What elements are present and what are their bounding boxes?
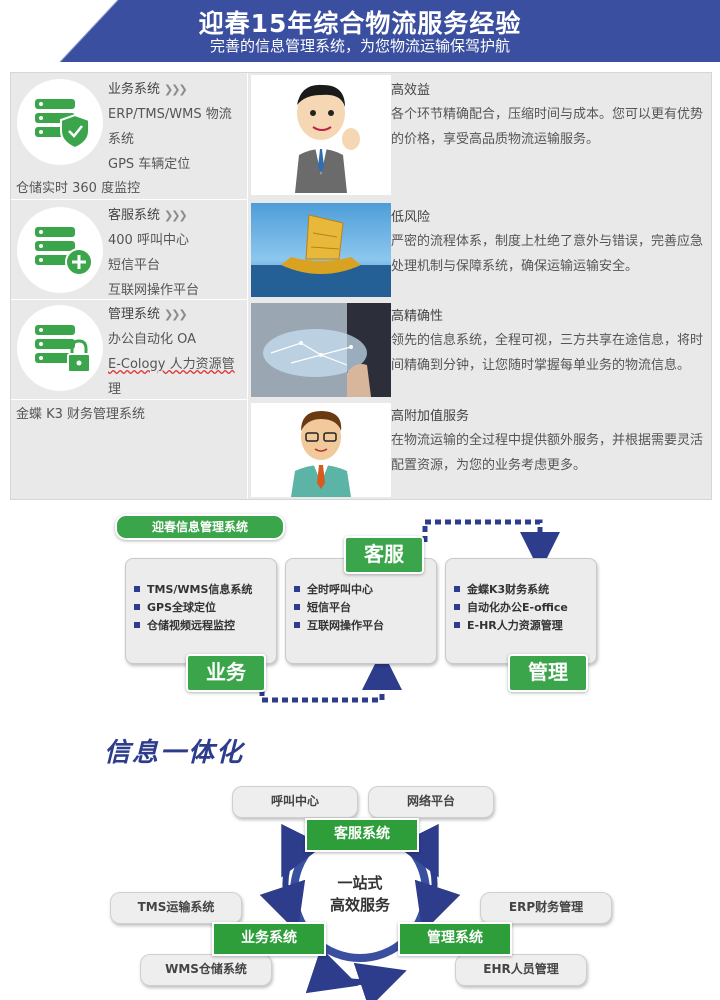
lock-server-icon: [17, 305, 103, 391]
grid-divider: [11, 299, 247, 300]
feature-title: 高附加值服务: [391, 409, 470, 424]
flow-box-business: TMS/WMS信息系统 GPS全球定位 仓储视频远程监控: [125, 558, 277, 664]
service-item: 办公自动化 OA: [108, 332, 197, 347]
flow-item: 互联网操作平台: [294, 617, 436, 635]
banner-shape: [0, 0, 720, 62]
grid-divider: [247, 73, 248, 499]
services-grid: 业务系统❯❯❯ ERP/TMS/WMS 物流 系统 GPS 车辆定位 仓储实时 …: [10, 72, 712, 500]
feature-title: 低风险: [391, 210, 431, 225]
feature-title: 高精确性: [391, 309, 444, 324]
flow-box-management: 金蝶K3财务系统 自动化办公E-office E-HR人力资源管理: [445, 558, 597, 664]
man-with-glasses-image: [251, 403, 391, 497]
integration-title: 信息一体化: [104, 738, 245, 768]
businessman-thumbs-up-image: [251, 75, 391, 195]
flow-item: E-HR人力资源管理: [454, 617, 596, 635]
service-item: 系统: [108, 132, 135, 147]
service-item: 互联网操作平台: [108, 283, 200, 298]
cycle-center: 一站式 高效服务: [310, 872, 410, 916]
green-customer-system: 客服系统: [305, 818, 419, 852]
page-title: 迎春15年综合物流服务经验: [198, 9, 522, 38]
service-item: 理: [108, 382, 122, 397]
pill-erp: ERP财务管理: [480, 892, 612, 924]
service-item: 400 呼叫中心: [108, 233, 189, 248]
flow-item: 仓储视频远程监控: [134, 617, 276, 635]
plus-server-icon: [17, 207, 103, 293]
flow-item: 全时呼叫中心: [294, 581, 436, 599]
pill-network-platform: 网络平台: [368, 786, 494, 818]
tag-customer: 客服: [344, 536, 424, 574]
chevrons-icon: ❯❯❯: [164, 209, 188, 222]
service-item: 短信平台: [108, 258, 161, 273]
service-item: 仓储实时 360 度监控: [16, 181, 141, 196]
pill-ehr: EHR人员管理: [455, 954, 587, 986]
service-title: 业务系统: [108, 82, 161, 97]
cycle-center-line: 一站式: [337, 874, 383, 892]
pill-wms: WMS仓储系统: [140, 954, 272, 986]
flow-item: TMS/WMS信息系统: [134, 581, 276, 599]
page-subtitle: 完善的信息管理系统，为您物流运输保驾护航: [209, 37, 510, 55]
flow-item: 金蝶K3财务系统: [454, 581, 596, 599]
chevrons-icon: ❯❯❯: [164, 83, 188, 96]
gold-ingot-boat-image: [251, 203, 391, 297]
service-block-business: 业务系统❯❯❯ ERP/TMS/WMS 物流 系统 GPS 车辆定位: [108, 77, 232, 177]
service-block-customer: 客服系统❯❯❯ 400 呼叫中心 短信平台 互联网操作平台: [108, 203, 199, 303]
grid-divider: [11, 199, 247, 200]
tag-business: 业务: [186, 654, 266, 692]
service-title: 管理系统: [108, 307, 161, 322]
service-item: ERP/TMS/WMS 物流: [108, 107, 232, 122]
flow-item: 自动化办公E-office: [454, 599, 596, 617]
feature-description: 严密的流程体系，制度上杜绝了意外与错误，完善应急处理机制与保障系统，确保运输运输…: [391, 234, 704, 274]
chevrons-icon: ❯❯❯: [164, 308, 188, 321]
service-item: E-Cology 人力资源管: [108, 357, 235, 372]
service-title: 客服系统: [108, 208, 161, 223]
service-item: 金蝶 K3 财务管理系统: [16, 407, 146, 422]
cycle-center-line: 高效服务: [329, 896, 390, 914]
header-banner: 迎春15年综合物流服务经验 完善的信息管理系统，为您物流运输保驾护航: [0, 0, 720, 62]
feature-description: 在物流运输的全过程中提供额外服务，并根据需要灵活配置资源，为您的业务考虑更多。: [391, 433, 704, 473]
service-block-management: 管理系统❯❯❯ 办公自动化 OA E-Cology 人力资源管 理: [108, 302, 235, 402]
flow-box-customer: 全时呼叫中心 短信平台 互联网操作平台: [285, 558, 437, 664]
green-business-system: 业务系统: [212, 922, 326, 956]
feature-description: 各个环节精确配合，压缩时间与成本。您可以更有优势的价格，享受高品质物流运输服务。: [391, 107, 704, 147]
tag-management: 管理: [508, 654, 588, 692]
service-item: GPS 车辆定位: [108, 157, 191, 172]
global-network-image: [251, 303, 391, 397]
green-management-system: 管理系统: [398, 922, 512, 956]
flow-item: GPS全球定位: [134, 599, 276, 617]
pill-tms: TMS运输系统: [110, 892, 242, 924]
shield-server-icon: [17, 79, 103, 165]
feature-description: 领先的信息系统，全程可视，三方共享在途信息，将时间精确到分钟，让您随时掌握每单业…: [391, 333, 704, 373]
flow-label: 迎春信息管理系统: [115, 514, 285, 540]
flow-item: 短信平台: [294, 599, 436, 617]
grid-divider: [11, 399, 247, 400]
feature-title: 高效益: [391, 83, 431, 98]
pill-call-center: 呼叫中心: [232, 786, 358, 818]
